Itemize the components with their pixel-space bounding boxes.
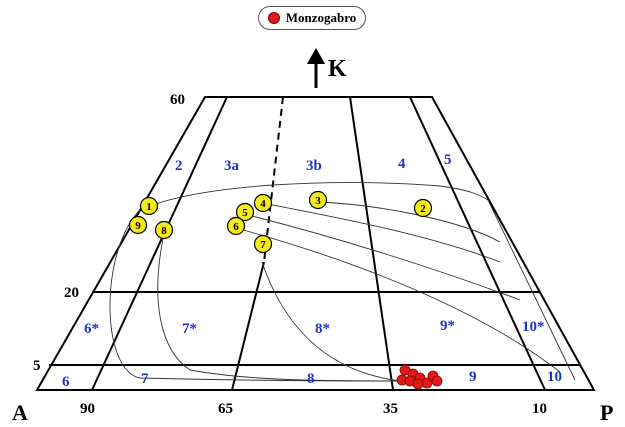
svg-text:1: 1 bbox=[146, 201, 152, 213]
field-label: 8 bbox=[307, 371, 315, 387]
svg-text:3: 3 bbox=[315, 195, 321, 207]
marker: 5 bbox=[235, 202, 255, 222]
marker: 1 bbox=[139, 196, 159, 216]
line-90 bbox=[91, 96, 228, 391]
line-35 bbox=[349, 96, 394, 391]
field-label: 7 bbox=[141, 371, 149, 387]
marker: 6 bbox=[226, 216, 246, 236]
svg-text:6: 6 bbox=[233, 221, 239, 233]
marker: 2 bbox=[413, 198, 433, 218]
line-65 bbox=[231, 261, 265, 391]
field-label: 8* bbox=[315, 321, 330, 337]
legend-marker-icon bbox=[267, 12, 280, 24]
line-dashed bbox=[263, 96, 284, 263]
field-label: 6* bbox=[84, 321, 99, 337]
marker: 9 bbox=[128, 215, 148, 235]
corner-label-a: A bbox=[12, 400, 28, 425]
x-label-65: 65 bbox=[218, 401, 233, 417]
y-label-20: 20 bbox=[64, 285, 79, 301]
svg-text:9: 9 bbox=[135, 220, 141, 232]
field-label: 2 bbox=[175, 158, 183, 174]
legend: Monzogabro bbox=[258, 6, 366, 30]
svg-text:2: 2 bbox=[420, 203, 426, 215]
numbered-markers: 1 9 8 5 4 6 3 2 bbox=[128, 190, 433, 254]
marker: 3 bbox=[308, 190, 328, 210]
y-label-5: 5 bbox=[33, 358, 41, 374]
svg-text:8: 8 bbox=[161, 225, 167, 237]
y-label-60: 60 bbox=[170, 92, 185, 108]
line-10 bbox=[409, 96, 546, 391]
sample-points bbox=[396, 364, 443, 390]
apex-arrow bbox=[307, 48, 325, 88]
x-label-35: 35 bbox=[383, 401, 398, 417]
trend-curves bbox=[109, 182, 576, 382]
field-label: 6 bbox=[62, 374, 70, 390]
apex-label: K bbox=[328, 56, 347, 82]
field-label: 3b bbox=[306, 158, 322, 174]
field-label: 4 bbox=[398, 156, 406, 172]
field-label: 9* bbox=[440, 318, 455, 334]
field-label: 10* bbox=[522, 319, 545, 335]
field-label: 9 bbox=[469, 369, 477, 385]
marker: 8 bbox=[154, 220, 174, 240]
field-label: 7* bbox=[182, 321, 197, 337]
marker: 7 bbox=[253, 234, 273, 254]
svg-text:5: 5 bbox=[242, 207, 248, 219]
svg-text:4: 4 bbox=[260, 198, 266, 210]
field-label: 5 bbox=[444, 152, 452, 168]
x-label-10: 10 bbox=[532, 401, 547, 417]
field-label: 3a bbox=[224, 158, 240, 174]
legend-label: Monzogabro bbox=[285, 10, 357, 25]
x-label-90: 90 bbox=[80, 401, 95, 417]
field-label: 10 bbox=[547, 369, 562, 385]
marker: 4 bbox=[253, 193, 273, 213]
corner-label-p: P bbox=[600, 400, 613, 425]
svg-text:7: 7 bbox=[260, 239, 266, 251]
